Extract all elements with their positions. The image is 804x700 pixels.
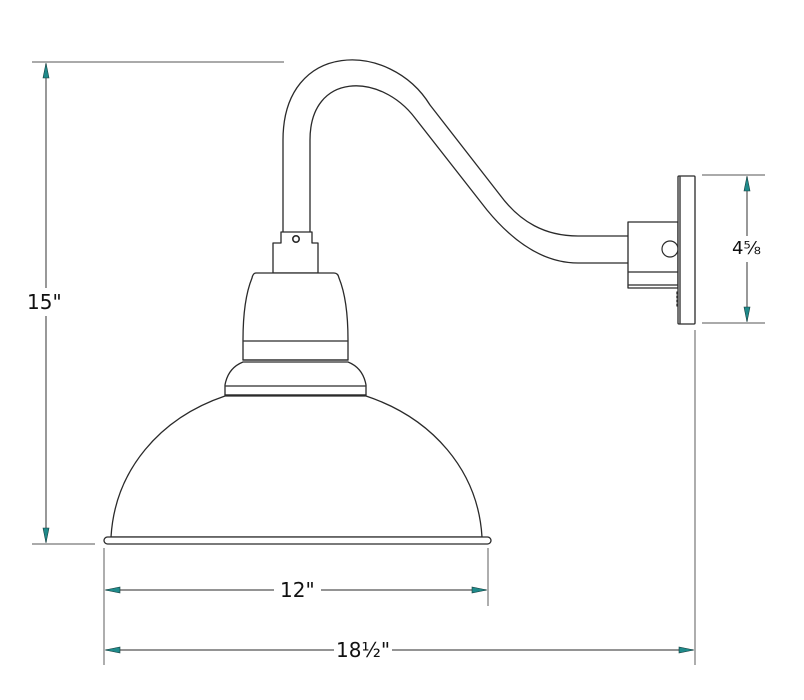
wall-mount [627,175,696,325]
backplate-height-dimension-label: 4⅝ [732,236,761,262]
gooseneck-arm [282,59,629,264]
dimension-overall-extension [104,330,696,665]
arm-collar [272,231,319,274]
height-dimension-label: 15" [27,288,62,316]
dimension-shade-width [103,548,489,665]
socket-housing [224,272,367,396]
overall-extension-dimension-label: 18½" [334,638,393,662]
shade-width-dimension-label: 12" [274,580,321,600]
set-screw-icon [291,235,300,244]
dome-shade [103,395,492,545]
mount-screw-icon [661,240,679,258]
